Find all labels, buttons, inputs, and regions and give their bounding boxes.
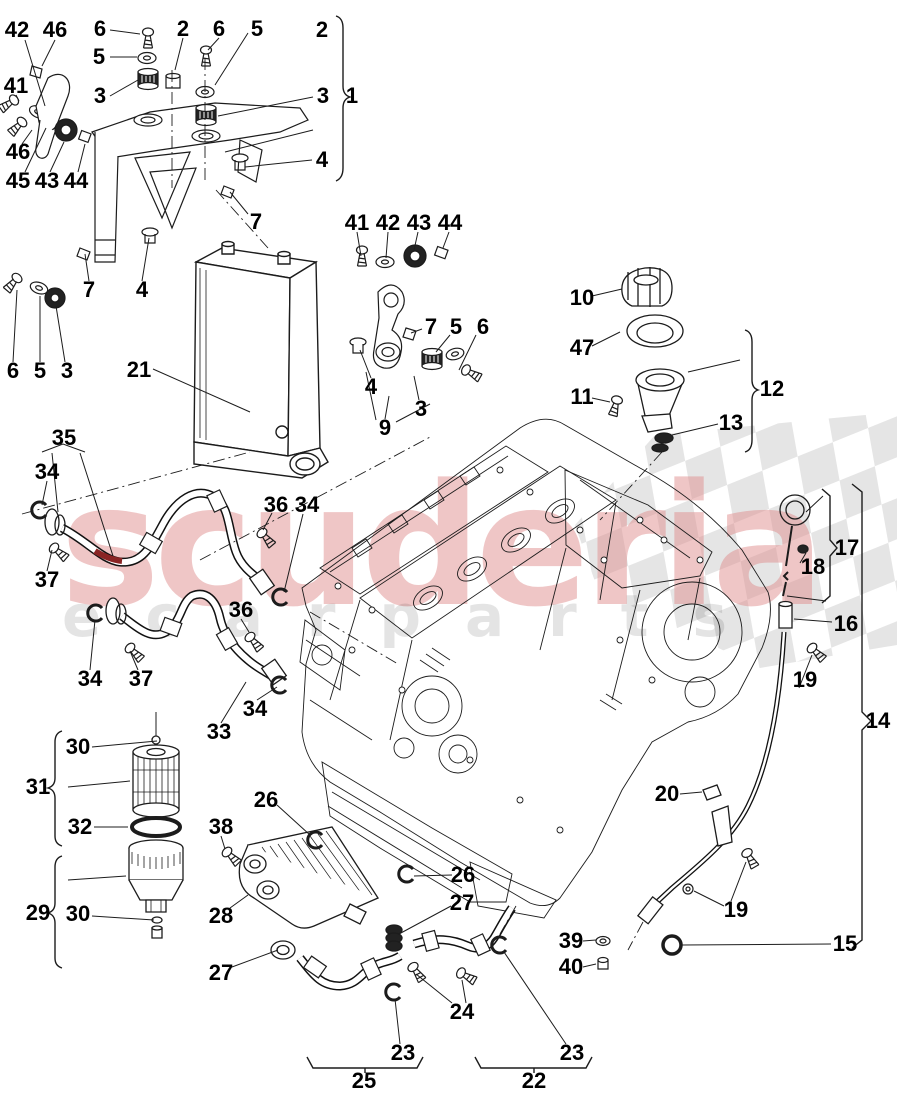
- part-callout-5[interactable]: 5: [449, 314, 463, 339]
- part-callout-43[interactable]: 43: [406, 210, 432, 235]
- part-callout-4[interactable]: 4: [315, 147, 329, 172]
- part-callout-23[interactable]: 23: [559, 1040, 585, 1065]
- part-callout-23[interactable]: 23: [390, 1040, 416, 1065]
- part-callout-42[interactable]: 42: [375, 210, 401, 235]
- part-callout-3[interactable]: 3: [316, 83, 330, 108]
- part-callout-43[interactable]: 43: [34, 168, 60, 193]
- part-callout-6[interactable]: 6: [212, 16, 226, 41]
- part-callout-21[interactable]: 21: [126, 357, 152, 382]
- part-callout-37[interactable]: 37: [128, 666, 154, 691]
- part-callout-6[interactable]: 6: [93, 16, 107, 41]
- part-callout-41[interactable]: 41: [344, 210, 370, 235]
- part-callout-10[interactable]: 10: [569, 285, 595, 310]
- part-callout-34[interactable]: 34: [242, 696, 268, 721]
- part-callout-7[interactable]: 7: [249, 209, 263, 234]
- part-callout-5[interactable]: 5: [92, 44, 106, 69]
- part-callout-42[interactable]: 42: [4, 17, 30, 42]
- leader-lines: [12, 29, 833, 1045]
- part-callout-36[interactable]: 36: [263, 492, 289, 517]
- part-callout-4[interactable]: 4: [135, 277, 149, 302]
- part-callout-12[interactable]: 12: [759, 376, 785, 401]
- part-callout-32[interactable]: 32: [67, 814, 93, 839]
- part-callout-2[interactable]: 2: [176, 16, 190, 41]
- dipstick-assembly-drawing: [636, 494, 828, 956]
- part-callout-2[interactable]: 2: [315, 17, 329, 42]
- watermark-line2: ecarparts: [62, 582, 771, 650]
- part-callout-44[interactable]: 44: [437, 210, 463, 235]
- part-callout-11[interactable]: 11: [570, 384, 594, 409]
- part-callout-13[interactable]: 13: [718, 410, 744, 435]
- construction-lines: [21, 58, 663, 951]
- part-callout-27[interactable]: 27: [208, 960, 234, 985]
- part-callout-35[interactable]: 35: [51, 425, 77, 450]
- part-callout-3[interactable]: 3: [93, 83, 107, 108]
- part-callout-26[interactable]: 26: [450, 862, 476, 887]
- part-callout-34[interactable]: 34: [294, 492, 320, 517]
- part-callout-44[interactable]: 44: [63, 168, 89, 193]
- heat-exchanger-28-drawing: [219, 826, 415, 960]
- part-callout-46[interactable]: 46: [42, 17, 68, 42]
- part-callout-9[interactable]: 9: [378, 415, 392, 440]
- part-callout-38[interactable]: 38: [208, 814, 234, 839]
- part-callout-41[interactable]: 41: [3, 73, 29, 98]
- part-callout-28[interactable]: 28: [208, 903, 234, 928]
- part-callout-19[interactable]: 19: [723, 897, 749, 922]
- part-callout-46[interactable]: 46: [5, 139, 31, 164]
- part-callout-7[interactable]: 7: [424, 314, 438, 339]
- coolant-hose-33-drawing: [86, 589, 288, 695]
- part-callout-6[interactable]: 6: [476, 314, 490, 339]
- part-callout-34[interactable]: 34: [77, 666, 103, 691]
- part-callout-26[interactable]: 26: [253, 787, 279, 812]
- engine-drawing: [299, 418, 771, 919]
- part-callout-3[interactable]: 3: [60, 358, 74, 383]
- part-callout-37[interactable]: 37: [34, 567, 60, 592]
- coolant-hose-35-drawing: [30, 488, 289, 607]
- thermostat-assembly-drawing: [606, 267, 685, 453]
- part-callout-34[interactable]: 34: [34, 459, 60, 484]
- part-callout-30[interactable]: 30: [65, 734, 91, 759]
- part-callout-15[interactable]: 15: [832, 931, 858, 956]
- oil-cooler-radiator-drawing: [193, 240, 329, 479]
- oil-filter-assembly-drawing: [128, 712, 184, 939]
- bracket-9-drawing: [349, 244, 484, 384]
- part-callout-45[interactable]: 45: [5, 168, 31, 193]
- checkered-flag-motif: [575, 412, 897, 668]
- group-brackets: [45, 15, 872, 1073]
- part-callout-39[interactable]: 39: [558, 928, 584, 953]
- part-callout-30[interactable]: 30: [65, 901, 91, 926]
- part-callout-24[interactable]: 24: [449, 999, 475, 1024]
- mounting-bracket-drawing: [0, 27, 309, 309]
- part-callout-18[interactable]: 18: [800, 554, 826, 579]
- part-callout-16[interactable]: 16: [833, 611, 859, 636]
- part-callout-5[interactable]: 5: [33, 358, 47, 383]
- part-callout-29[interactable]: 29: [25, 900, 51, 925]
- part-callout-14[interactable]: 14: [865, 708, 891, 733]
- part-callout-31[interactable]: 31: [25, 774, 51, 799]
- part-callout-17[interactable]: 17: [834, 535, 860, 560]
- part-callout-22[interactable]: 22: [521, 1068, 547, 1093]
- part-callout-36[interactable]: 36: [228, 597, 254, 622]
- part-callout-33[interactable]: 33: [206, 719, 232, 744]
- watermark-line1: scuderia: [60, 448, 819, 644]
- part-callout-3[interactable]: 3: [414, 396, 428, 421]
- part-callout-1[interactable]: 1: [345, 83, 359, 108]
- part-callout-6[interactable]: 6: [6, 358, 20, 383]
- part-callout-20[interactable]: 20: [654, 781, 680, 806]
- part-callout-47[interactable]: 47: [569, 335, 595, 360]
- part-callout-25[interactable]: 25: [351, 1068, 377, 1093]
- part-callout-27[interactable]: 27: [449, 890, 475, 915]
- hose-22-drawing: [384, 905, 611, 1002]
- part-callout-40[interactable]: 40: [558, 954, 584, 979]
- watermark: scuderia ecarparts: [60, 448, 825, 650]
- part-callout-19[interactable]: 19: [792, 667, 818, 692]
- part-callout-4[interactable]: 4: [364, 374, 378, 399]
- part-callout-5[interactable]: 5: [250, 16, 264, 41]
- part-callout-7[interactable]: 7: [82, 277, 96, 302]
- hose-25-drawing: [296, 952, 403, 991]
